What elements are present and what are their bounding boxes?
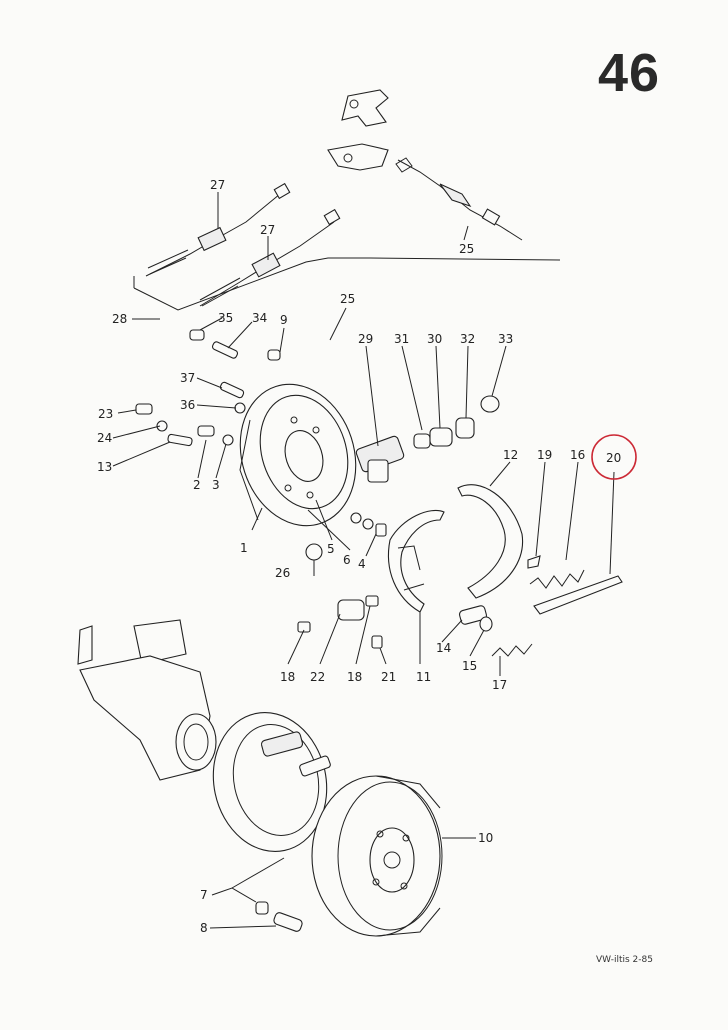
assembled-brake	[212, 711, 331, 853]
label-16: 16	[570, 448, 585, 462]
spring-17	[491, 643, 533, 657]
label-20: 20	[606, 451, 621, 465]
brake-shoe-12	[457, 484, 524, 599]
label-7: 7	[200, 888, 208, 902]
label-14: 14	[436, 641, 451, 655]
backing-plate	[239, 383, 357, 527]
clip-19	[527, 555, 541, 569]
label-29: 29	[358, 332, 373, 346]
handbrake-cable-lower	[199, 208, 341, 307]
handbrake-cable-right	[395, 157, 523, 241]
label-23: 23	[98, 407, 113, 421]
label-4: 4	[358, 557, 366, 571]
wheel-cylinder	[355, 435, 405, 483]
label-21: 21	[381, 670, 396, 684]
label-34: 34	[252, 311, 267, 325]
label-30: 30	[427, 332, 442, 346]
label-8: 8	[200, 921, 208, 935]
brake-shoe-11	[387, 510, 445, 613]
label-27-upper: 27	[210, 178, 225, 192]
label-2: 2	[193, 478, 201, 492]
label-36: 36	[180, 398, 195, 412]
cable-bracket-group	[327, 89, 389, 171]
leader-lines	[112, 192, 615, 929]
label-31: 31	[394, 332, 409, 346]
label-33: 33	[498, 332, 513, 346]
spring-16	[529, 569, 585, 589]
label-32: 32	[460, 332, 475, 346]
label-1: 1	[240, 541, 248, 555]
label-24: 24	[97, 431, 112, 445]
adjuster-14-15	[458, 605, 493, 632]
label-12: 12	[503, 448, 518, 462]
label-18-left: 18	[280, 670, 295, 684]
label-27-lower: 27	[260, 223, 275, 237]
brake-drum	[311, 775, 443, 937]
label-25-upper: 25	[459, 242, 474, 256]
label-10: 10	[478, 831, 493, 845]
label-15: 15	[462, 659, 477, 673]
label-3: 3	[212, 478, 220, 492]
small-hardware	[135, 329, 387, 932]
label-13: 13	[97, 460, 112, 474]
label-18-right: 18	[347, 670, 362, 684]
footer-caption: VW-iltis 2-85	[596, 955, 653, 965]
page-number: 46	[598, 43, 661, 103]
label-11: 11	[416, 670, 431, 684]
strut-20	[533, 575, 623, 615]
label-35: 35	[218, 311, 233, 325]
label-9: 9	[280, 313, 288, 327]
label-22: 22	[310, 670, 325, 684]
label-17: 17	[492, 678, 507, 692]
label-26: 26	[275, 566, 290, 580]
label-25-lower: 25	[340, 292, 355, 306]
cylinder-parts-31-33	[413, 395, 500, 449]
steering-knuckle	[77, 619, 217, 781]
highlight-circle	[591, 434, 637, 480]
label-28: 28	[112, 312, 127, 326]
label-5: 5	[327, 542, 335, 556]
handbrake-cable-left	[145, 182, 291, 277]
assembly-outline	[133, 257, 561, 311]
label-6: 6	[343, 553, 351, 567]
label-19: 19	[537, 448, 552, 462]
label-37: 37	[180, 371, 195, 385]
part-labels: 27 27 25 25 28 35 34 9 29 31 30 32 33 37…	[97, 178, 621, 935]
